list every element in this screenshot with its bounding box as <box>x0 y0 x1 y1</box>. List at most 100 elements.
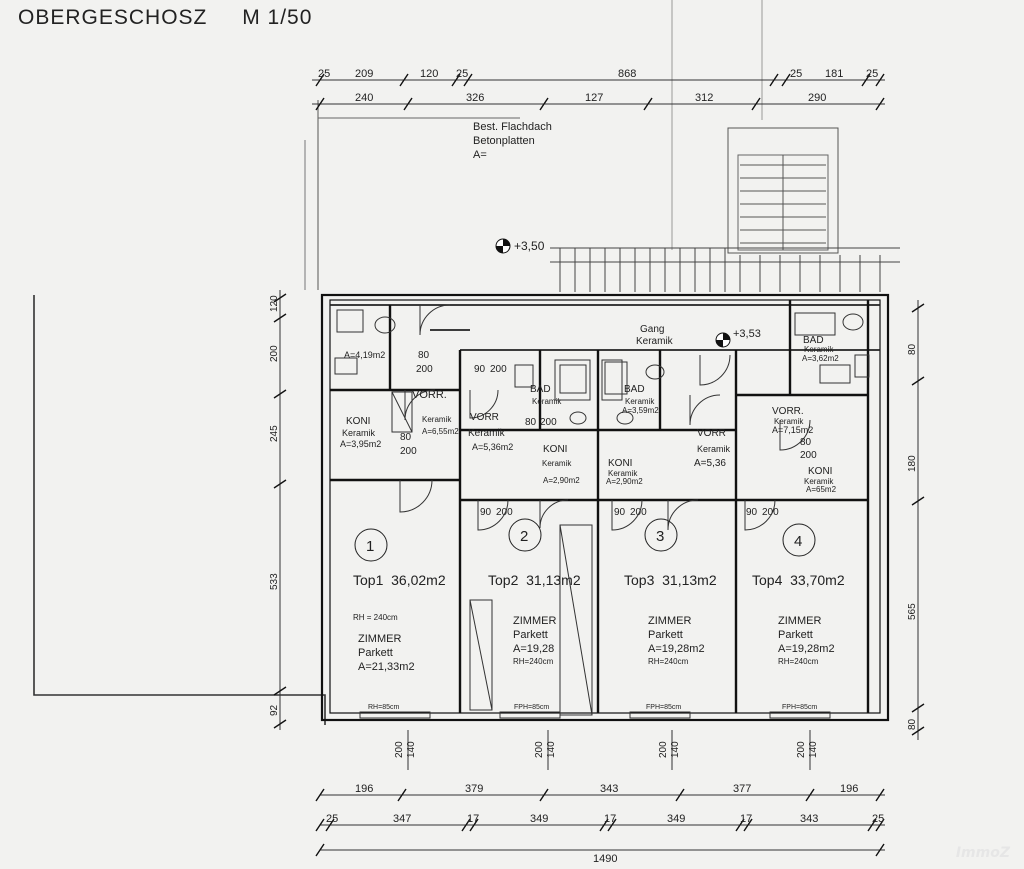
dim-label: 533 <box>269 573 280 590</box>
total-dimension: 1490 <box>593 853 617 865</box>
koni3-area: A=2,90m2 <box>606 477 643 486</box>
stairwell <box>550 127 900 292</box>
door-label: 200 <box>400 446 417 457</box>
unit-2-number: 2 <box>520 528 528 545</box>
dim-label: 140 <box>808 741 819 758</box>
bad2-name: BAD <box>530 384 551 395</box>
bad4-material: Keramik <box>804 345 834 354</box>
door-label: 200 <box>490 364 507 375</box>
unit-4-room: ZIMMER <box>778 615 821 627</box>
dim-label: 290 <box>808 92 826 104</box>
dim-label: 245 <box>269 425 280 442</box>
vorr-left-name: VORR. <box>412 389 447 401</box>
outer-walls <box>320 293 890 722</box>
dimension-labels-bottom: 196 379 343 377 196 25 347 17 349 17 349… <box>326 783 884 865</box>
dim-label: 200 <box>394 741 405 758</box>
dim-label: 565 <box>907 603 918 620</box>
window-label: FPH=85cm <box>782 704 817 711</box>
bad3-area: A=3,59m2 <box>622 406 659 415</box>
unit-4-ceiling-height: RH=240cm <box>778 657 819 666</box>
bad4-name: BAD <box>803 335 824 346</box>
dimension-ticks <box>273 73 925 857</box>
dim-label: 25 <box>318 68 330 80</box>
unit-2-area: A=19,28 <box>513 643 554 655</box>
door-label: 90 <box>474 364 486 375</box>
dimension-labels-openings: 200 140 200 140 200 140 200 140 <box>394 741 819 758</box>
koni3-name: KONI <box>608 458 632 469</box>
unit-1-floor: Parkett <box>358 647 393 659</box>
drawing-scale: M 1/50 <box>242 6 313 29</box>
unit-3-room: ZIMMER <box>648 615 691 627</box>
unit-1-room: ZIMMER <box>358 633 401 645</box>
bad2-material: Keramik <box>532 397 562 406</box>
door-label: 90 <box>614 507 626 518</box>
unit-3-floor: Parkett <box>648 629 683 641</box>
koni1-material: Keramik <box>342 428 376 438</box>
dim-label: 209 <box>355 68 373 80</box>
dim-label: 196 <box>840 783 858 795</box>
dim-label: 120 <box>420 68 438 80</box>
dim-label: 25 <box>790 68 802 80</box>
vorr4-area: A=7,15m2 <box>772 425 813 435</box>
roof-note-line3: A= <box>473 149 487 161</box>
door-size-labels: 80 200 90 200 80 200 90 200 80 200 90 20… <box>400 350 817 518</box>
koni1-area: A=3,95m2 <box>340 439 381 449</box>
dimension-labels-top: 25 209 120 25 868 25 181 25 240 326 127 … <box>318 68 878 104</box>
dim-label: 140 <box>546 741 557 758</box>
corridor-material: Keramik <box>636 336 674 347</box>
dim-label: 240 <box>355 92 373 104</box>
unit-3-area: A=19,28m2 <box>648 643 705 655</box>
dim-label: 181 <box>825 68 843 80</box>
unit-2-ceiling-height: RH=240cm <box>513 657 554 666</box>
windows <box>359 711 831 719</box>
dim-label: 379 <box>465 783 483 795</box>
koni2-material: Keramik <box>542 459 572 468</box>
vorr3-area: A=5,36 <box>694 458 726 469</box>
door-label: 200 <box>800 450 817 461</box>
koni3-material: Keramik <box>608 469 638 478</box>
window-labels: RH=85cm FPH=85cm FPH=85cm FPH=85cm <box>368 704 817 711</box>
unit-4-area: A=19,28m2 <box>778 643 835 655</box>
unit-1: 1 Top1 36,02m2 RH = 240cm ZIMMER Parkett… <box>353 528 446 673</box>
unit-1-ceiling-height: RH = 240cm <box>353 613 398 622</box>
door-label: 80 <box>800 437 812 448</box>
dim-label: 349 <box>667 813 685 825</box>
bad4-area: A=3,62m2 <box>802 354 839 363</box>
dim-label: 25 <box>326 813 338 825</box>
dim-label: 17 <box>467 813 479 825</box>
unit-4-floor: Parkett <box>778 629 813 641</box>
bad3-name: BAD <box>624 384 645 395</box>
vorr4-material: Keramik <box>774 417 804 426</box>
dim-label: 140 <box>406 741 417 758</box>
installation-shafts <box>391 359 623 716</box>
unit-3-ceiling-height: RH=240cm <box>648 657 689 666</box>
dim-label: 127 <box>585 92 603 104</box>
unit-3-number: 3 <box>656 528 664 545</box>
door-label: 200 <box>762 507 779 518</box>
dim-label: 377 <box>733 783 751 795</box>
vorr-left-area: A=6,55m2 <box>422 427 459 436</box>
door-label: 200 <box>630 507 647 518</box>
dim-label: 80 <box>907 718 918 730</box>
bad3-material: Keramik <box>625 397 655 406</box>
dim-label: 200 <box>269 345 280 362</box>
roof-note-line1: Best. Flachdach <box>473 121 552 133</box>
dim-label: 25 <box>456 68 468 80</box>
dim-label: 80 <box>907 343 918 355</box>
unit-2: 2 Top2 31,13m2 ZIMMER Parkett A=19,28 RH… <box>488 518 581 666</box>
dim-label: 868 <box>618 68 636 80</box>
dim-label: 17 <box>604 813 616 825</box>
dim-label: 326 <box>466 92 484 104</box>
unit-2-floor: Parkett <box>513 629 548 641</box>
door-label: 90 <box>480 507 492 518</box>
door-label: 80 <box>400 432 412 443</box>
unit-4: 4 Top4 33,70m2 ZIMMER Parkett A=19,28m2 … <box>752 523 845 666</box>
unit-2-room: ZIMMER <box>513 615 556 627</box>
dim-label: 349 <box>530 813 548 825</box>
unit-4-title: Top4 33,70m2 <box>752 572 845 588</box>
door-label: 80 <box>525 417 537 428</box>
unit-walls <box>330 300 870 713</box>
dim-label: 196 <box>355 783 373 795</box>
corridor-label: Gang <box>640 324 664 335</box>
